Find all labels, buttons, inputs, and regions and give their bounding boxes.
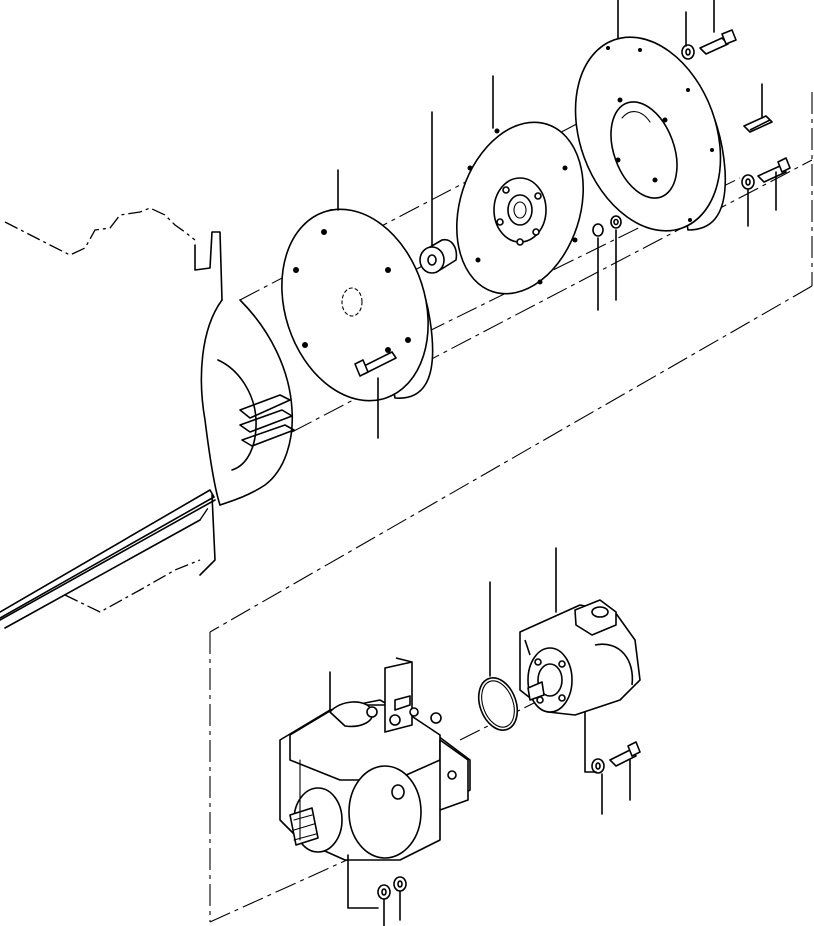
coupling-hub — [419, 238, 458, 274]
engine-housing — [0, 207, 295, 629]
hydraulic-pump — [279, 657, 471, 861]
leader-gear-pump-mount — [584, 711, 597, 773]
flywheel-housing — [574, 36, 727, 232]
flywheel-cover-plate — [281, 208, 434, 402]
leader-pump-mount — [347, 854, 379, 909]
disc-nut-washer — [592, 215, 622, 237]
o-ring — [477, 677, 519, 731]
gear-pump-fasteners — [591, 741, 641, 774]
housing-bolts — [681, 29, 791, 190]
leader-lines — [329, 0, 777, 926]
pump-nuts — [377, 876, 407, 900]
damper-disc — [455, 121, 585, 295]
gear-pump — [519, 599, 641, 716]
cover-plate-bolt — [354, 351, 397, 377]
